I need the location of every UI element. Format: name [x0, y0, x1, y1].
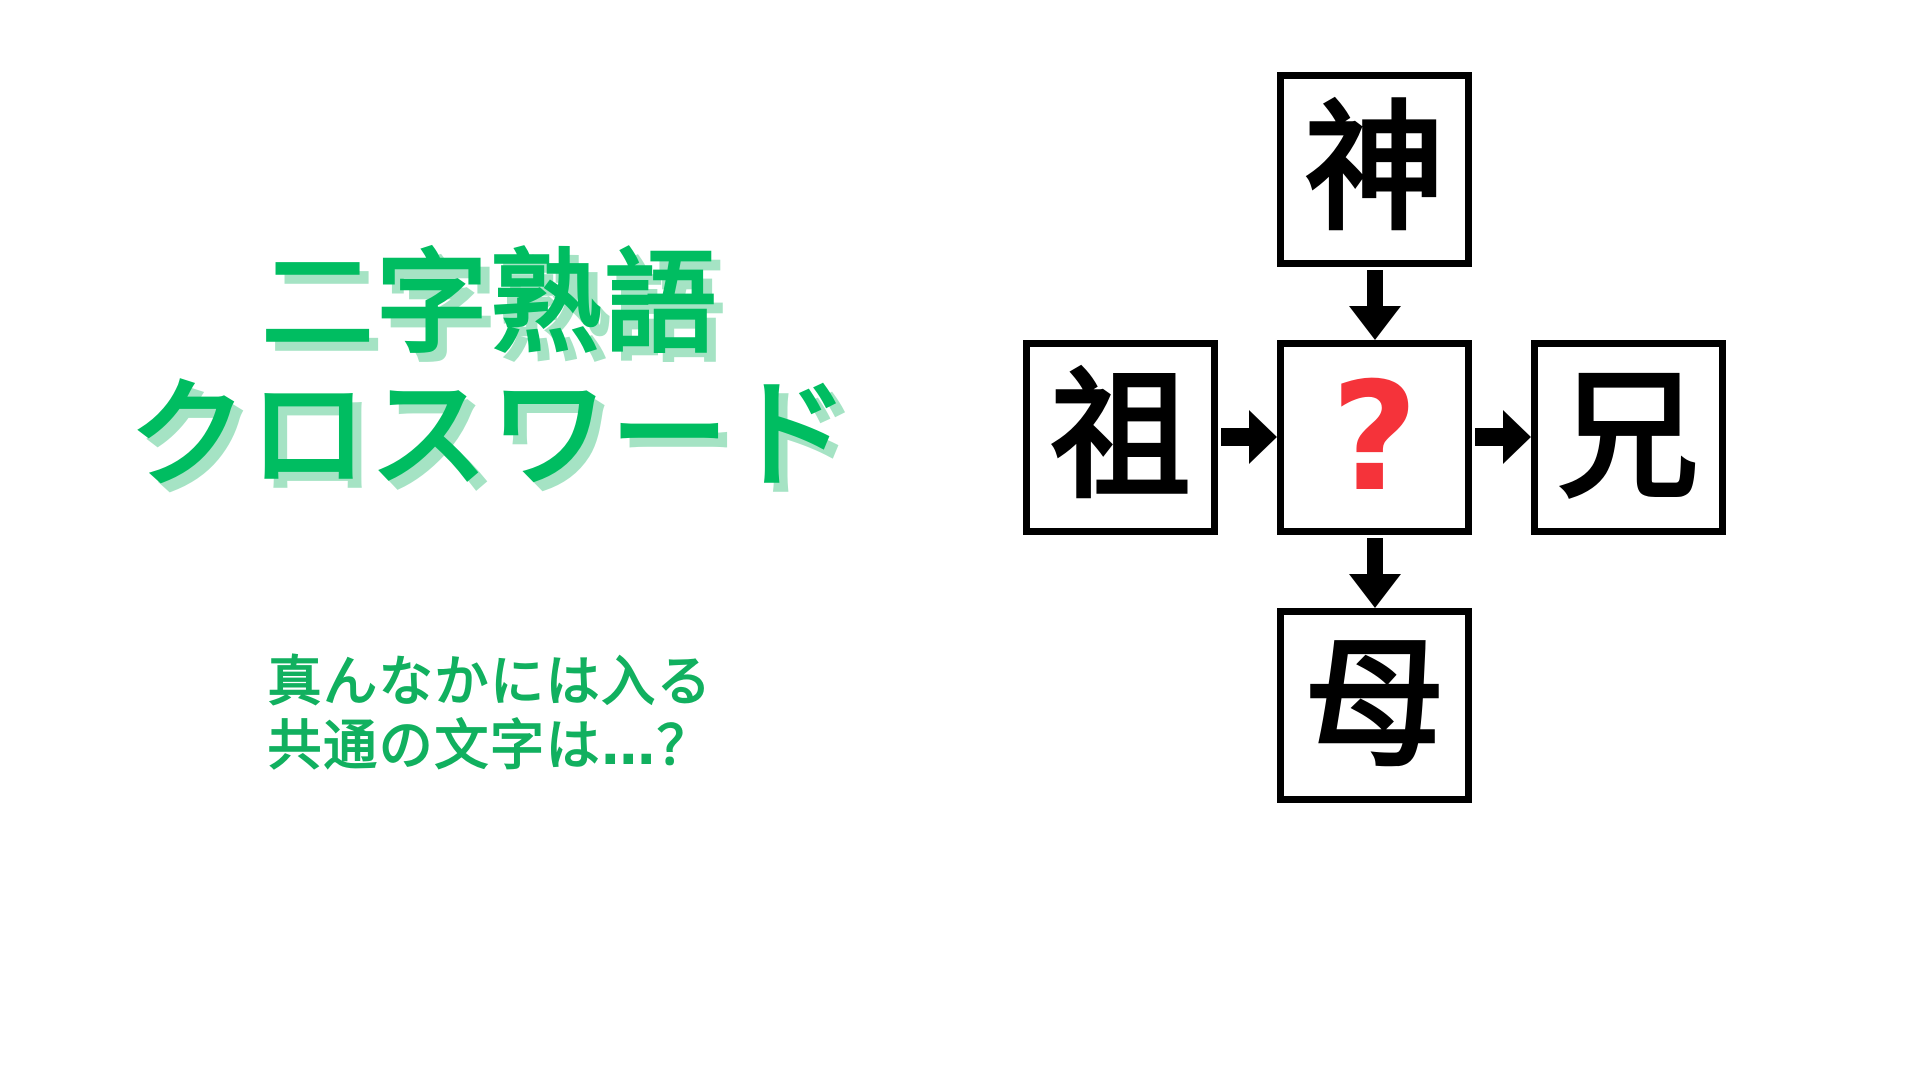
- subtitle: 真んなかには入る 共通の文字は…？: [0, 650, 980, 777]
- arrow-down-icon-top: [1347, 270, 1403, 342]
- page-title: 二字熟語 クロスワード: [0, 248, 980, 494]
- puzzle-cell-top-char: 神: [1304, 87, 1445, 251]
- arrow-down-icon-bottom: [1347, 538, 1403, 610]
- arrow-right-icon-left: [1221, 408, 1279, 466]
- puzzle-cell-left-char: 祖: [1050, 355, 1191, 519]
- subtitle-line-1: 真んなかには入る: [267, 650, 713, 713]
- puzzle-cell-bottom-char: 母: [1304, 623, 1445, 787]
- puzzle-cell-right-char: 兄: [1558, 355, 1699, 519]
- text-panel: 二字熟語 クロスワード 真んなかには入る 共通の文字は…？: [0, 248, 980, 777]
- puzzle-cell-left[interactable]: 祖: [1023, 340, 1218, 535]
- subtitle-line-2: 共通の文字は…？: [267, 713, 713, 777]
- puzzle-cell-right[interactable]: 兄: [1531, 340, 1726, 535]
- title-line-1: 二字熟語: [261, 239, 719, 369]
- crossword-diagram: 神 祖 ? 兄: [980, 0, 1920, 1080]
- puzzle-cell-center-answer[interactable]: ?: [1277, 340, 1472, 535]
- arrow-right-icon-right: [1475, 408, 1533, 466]
- title-line-2: クロスワード: [128, 366, 852, 504]
- question-mark-icon: ?: [1330, 350, 1418, 525]
- puzzle-cell-bottom[interactable]: 母: [1277, 608, 1472, 803]
- puzzle-cell-top[interactable]: 神: [1277, 72, 1472, 267]
